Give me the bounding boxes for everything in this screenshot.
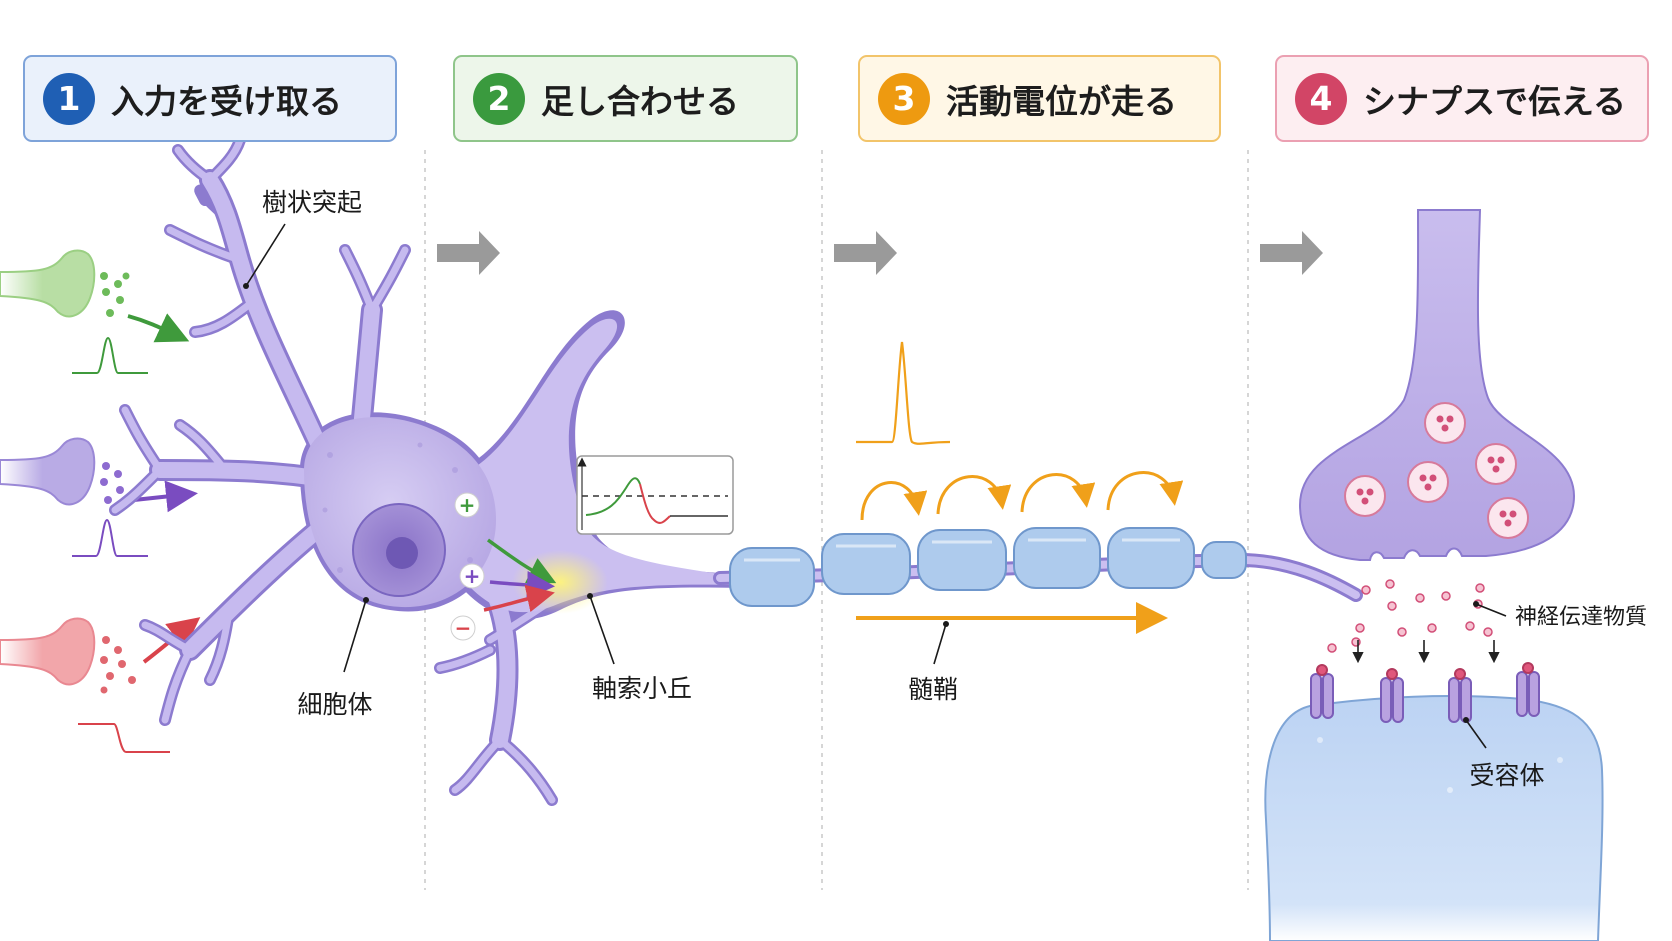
summation-arrows [483,538,557,613]
postsynaptic-membrane [1264,695,1604,941]
myelin-segment [729,547,815,607]
myelin-sheath [729,527,1247,607]
step-title-3: 活動電位が走る [946,81,1177,121]
step-header-3: 3 活動電位が走る [858,55,1221,142]
step-header-4: 4 シナプスで伝える [1275,55,1649,142]
next-step-arrow-2 [834,231,897,275]
step-header-2: 2 足し合わせる [453,55,798,142]
receptors [1310,662,1540,723]
neurotransmitter-label: 神経伝達物質 [1514,605,1648,630]
receptor-label: 受容体 [1469,761,1545,790]
neuron [109,134,740,806]
epsp-waveform [72,336,148,374]
excitatory-arrow [127,313,190,343]
dendrite-label: 樹状突起 [261,188,363,217]
step-title-2: 足し合わせる [541,81,739,121]
myelin-segment [1107,527,1195,589]
input-terminal-purple [0,437,198,557]
action-potential-spike [856,341,951,445]
receptor [1516,662,1540,717]
epsp-waveform [72,518,148,557]
summation-symbol-plus-1: + [459,493,476,517]
step-title-4: シナプスで伝える [1363,81,1627,121]
next-step-arrow-3 [1260,231,1323,275]
step-badge-4: 4 [1295,72,1347,125]
next-step-arrow-1 [437,231,500,275]
input-terminal-green [0,249,190,374]
myelin-segment [917,529,1007,591]
excitatory-arrow [133,480,198,513]
myelin-segment [1201,541,1247,579]
summation-symbol-plus-2: + [464,564,481,588]
action-potential [856,341,1184,634]
step-badge-1: 1 [43,72,95,125]
receptor [1380,668,1404,723]
soma-label: 細胞体 [297,690,373,719]
myelin-segment [821,533,911,595]
ipsp-waveform [78,723,170,753]
summation-symbols: + + − [450,492,485,641]
receptor [1448,668,1472,723]
myelin-segment [1013,527,1101,589]
step-title-1: 入力を受け取る [111,81,342,121]
step-badge-3: 3 [878,72,930,125]
step-arrows [437,231,1323,275]
step-header-1: 1 入力を受け取る [23,55,397,142]
axon-hillock-label: 軸索小丘 [591,674,693,703]
leader-lines [245,223,1507,749]
nucleolus [386,537,418,569]
myelin-label: 髄鞘 [907,675,959,704]
release-arrows [1352,640,1500,664]
threshold-graph [576,455,734,535]
receptor [1310,664,1334,719]
step-badge-2: 2 [473,72,525,125]
summation-symbol-minus: − [455,616,472,640]
presynaptic-terminal [1298,209,1576,561]
synaptic-vesicles [1344,402,1529,539]
